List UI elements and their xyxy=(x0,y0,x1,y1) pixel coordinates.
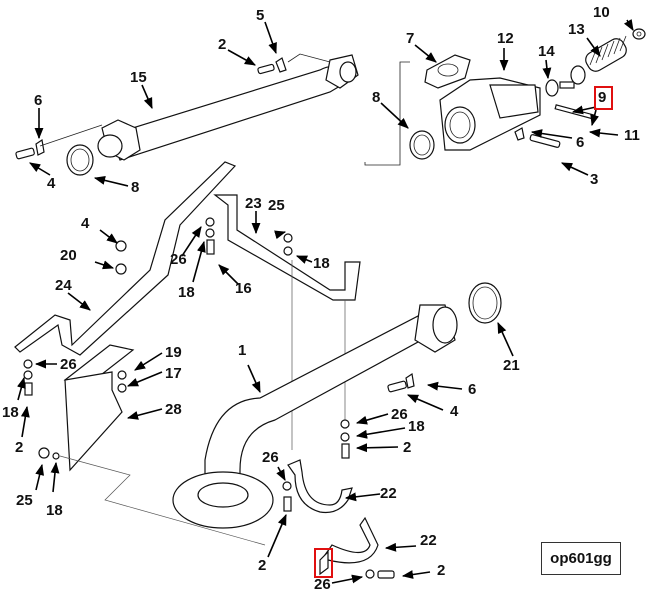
callout-19[interactable]: 19 xyxy=(165,344,182,361)
callout-4[interactable]: 4 xyxy=(81,215,90,232)
callout-2[interactable]: 2 xyxy=(218,36,227,53)
callout-8[interactable]: 8 xyxy=(131,179,140,196)
callout-26[interactable]: 26 xyxy=(391,406,408,423)
callout-14[interactable]: 14 xyxy=(538,43,555,60)
callout-25[interactable]: 25 xyxy=(268,197,285,214)
bracket-23 xyxy=(213,194,361,301)
callout-2[interactable]: 2 xyxy=(258,557,267,574)
callout-9[interactable]: 9 xyxy=(598,89,607,106)
spring-13 xyxy=(585,35,627,72)
callout-24[interactable]: 24 xyxy=(55,277,72,294)
callout-25[interactable]: 25 xyxy=(16,492,33,509)
callout-26[interactable]: 26 xyxy=(262,449,279,466)
bracket-28 xyxy=(63,344,135,472)
callout-4[interactable]: 4 xyxy=(450,403,459,420)
callout-26[interactable]: 26 xyxy=(314,576,331,593)
callout-6[interactable]: 6 xyxy=(468,381,477,398)
clamp-22-upper xyxy=(287,459,353,514)
hardware-left-stack xyxy=(23,359,127,460)
callout-18[interactable]: 18 xyxy=(2,404,19,421)
callout-16[interactable]: 16 xyxy=(235,280,252,297)
callout-11[interactable]: 11 xyxy=(624,127,640,144)
callout-10[interactable]: 10 xyxy=(593,4,610,21)
callout-7[interactable]: 7 xyxy=(406,30,415,47)
plate-26-bottom xyxy=(319,550,329,576)
valve-14 xyxy=(545,65,586,97)
callout-26[interactable]: 26 xyxy=(60,356,77,373)
pipe-1 xyxy=(172,304,458,529)
callout-20[interactable]: 20 xyxy=(60,247,77,264)
callout-18[interactable]: 18 xyxy=(178,284,195,301)
callout-8[interactable]: 8 xyxy=(372,89,381,106)
callout-23[interactable]: 23 xyxy=(245,195,262,212)
callout-13[interactable]: 13 xyxy=(568,21,585,38)
callout-17[interactable]: 17 xyxy=(165,365,182,382)
callout-26[interactable]: 26 xyxy=(170,251,187,268)
callout-15[interactable]: 15 xyxy=(130,69,147,86)
hardware-right-stack xyxy=(282,419,350,512)
callout-21[interactable]: 21 xyxy=(503,357,520,374)
leader-arrows xyxy=(17,19,634,584)
callout-18[interactable]: 18 xyxy=(313,255,330,272)
gasket-ring-8-left xyxy=(66,144,94,176)
callout-18[interactable]: 18 xyxy=(408,418,425,435)
highlight-box-plate-26 xyxy=(314,548,333,578)
callout-6[interactable]: 6 xyxy=(576,134,585,151)
hardware-stack-mid xyxy=(115,217,293,275)
callout-3[interactable]: 3 xyxy=(590,171,599,188)
reference-code: op601gg xyxy=(550,550,612,567)
gasket-ring-21 xyxy=(468,282,502,324)
washer-10 xyxy=(632,28,646,40)
gasket-7 xyxy=(424,54,471,89)
clip-6-right xyxy=(514,127,525,141)
bracket-24 xyxy=(14,161,237,356)
bolt-4-lower xyxy=(387,372,415,393)
gasket-ring-8-right xyxy=(409,130,435,160)
bolt-4-left xyxy=(15,138,45,160)
clamp-22-lower xyxy=(324,516,379,564)
bolt-2-top xyxy=(257,57,287,75)
highlight-box-9 xyxy=(594,86,613,110)
callout-28[interactable]: 28 xyxy=(165,401,182,418)
reference-code-box: op601gg xyxy=(541,542,621,575)
callout-22[interactable]: 22 xyxy=(380,485,397,502)
hardware-bottom xyxy=(365,569,395,579)
callout-22[interactable]: 22 xyxy=(420,532,437,549)
valve-housing-12 xyxy=(439,77,541,151)
exhaust-pipe-15 xyxy=(97,54,359,161)
callout-2[interactable]: 2 xyxy=(403,439,412,456)
callout-4[interactable]: 4 xyxy=(47,175,56,192)
callout-1[interactable]: 1 xyxy=(238,342,247,359)
callout-2[interactable]: 2 xyxy=(437,562,446,579)
callout-12[interactable]: 12 xyxy=(497,30,514,47)
callout-5[interactable]: 5 xyxy=(256,7,265,24)
callout-18[interactable]: 18 xyxy=(46,502,63,519)
callout-6[interactable]: 6 xyxy=(34,92,43,109)
callout-2[interactable]: 2 xyxy=(15,439,24,456)
